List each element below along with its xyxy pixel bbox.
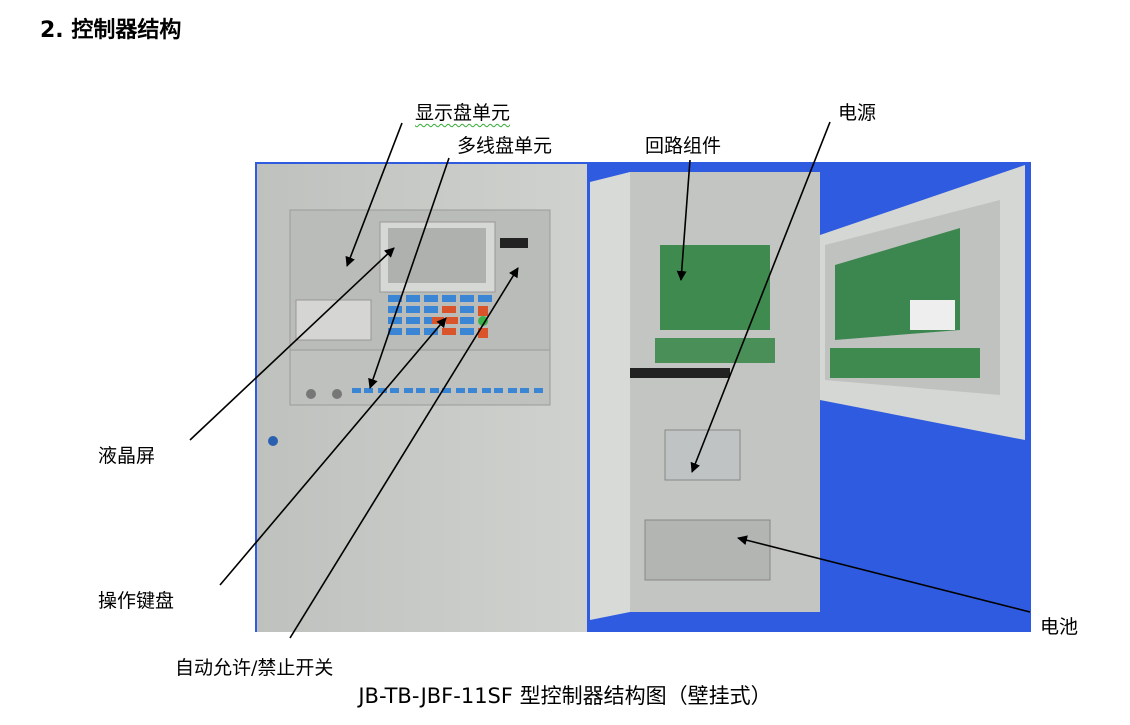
label-multiline-unit: 多线盘单元	[457, 135, 553, 157]
battery-box	[644, 519, 771, 581]
arrow-auto-switch	[289, 267, 519, 639]
arrow-loop-module	[676, 159, 691, 281]
section-heading: 2. 控制器结构	[40, 18, 182, 43]
label-lcd: 液晶屏	[98, 445, 156, 467]
arrow-display-unit	[345, 122, 403, 267]
label-loop-module: 回路组件	[645, 135, 722, 157]
open-cabinet	[590, 165, 1025, 620]
figure-caption: JB-TB-JBF-11SF 型控制器结构图（壁挂式）	[358, 684, 772, 708]
label-display-unit: 显示盘单元	[415, 102, 511, 124]
leader-arrows	[189, 121, 1031, 639]
arrow-power-supply	[690, 121, 831, 473]
arrow-lcd	[189, 247, 395, 441]
label-keyboard: 操作键盘	[98, 590, 175, 612]
arrow-battery	[737, 535, 1031, 613]
loop-module-board	[660, 245, 770, 330]
label-battery: 电池	[1040, 616, 1079, 638]
label-power-supply: 电源	[838, 102, 877, 124]
keyboard-keys	[388, 295, 492, 335]
label-auto-switch: 自动允许/禁止开关	[175, 657, 334, 679]
arrow-keyboard	[219, 317, 447, 586]
power-supply-box	[664, 429, 741, 481]
arrow-multiline-unit	[368, 157, 450, 389]
